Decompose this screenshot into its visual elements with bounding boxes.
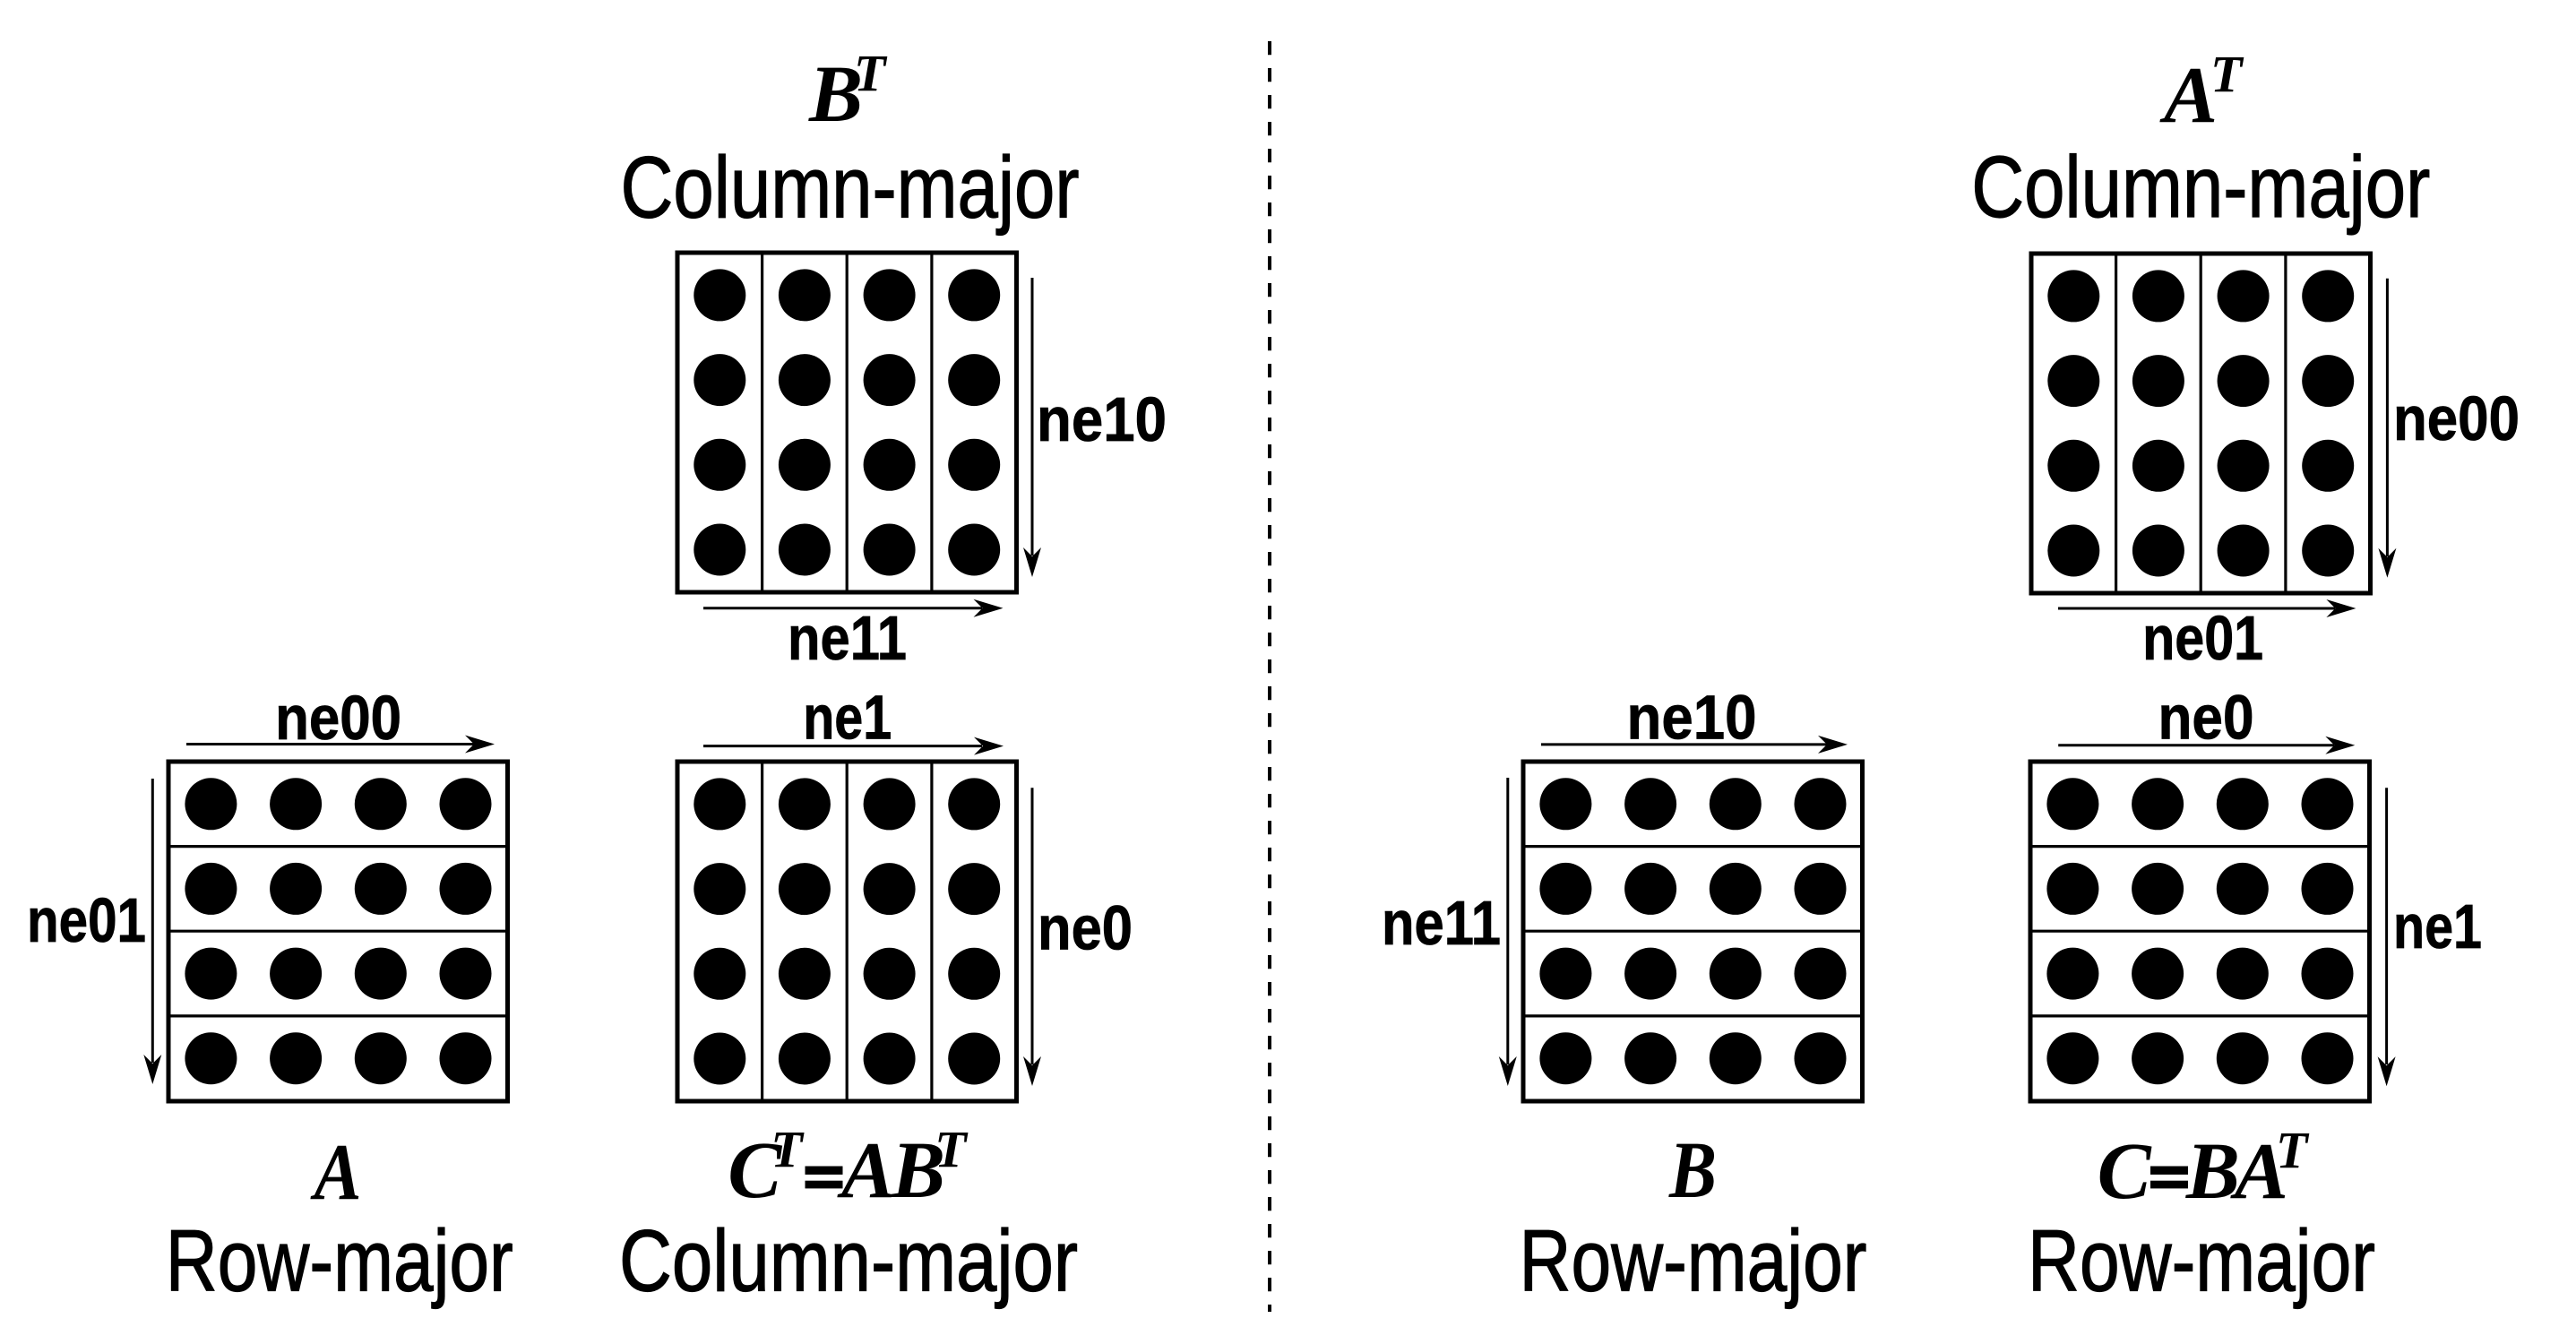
svg-text:ne11: ne11 — [1382, 888, 1501, 958]
svg-text:Column-major: Column-major — [621, 139, 1080, 237]
svg-text:ne10: ne10 — [1037, 384, 1167, 454]
svg-text:ne11: ne11 — [788, 603, 907, 673]
svg-text:ne01: ne01 — [2142, 603, 2263, 673]
svg-text:C=BAT: C=BAT — [2098, 1121, 2310, 1216]
svg-text:B: B — [1668, 1126, 1717, 1215]
svg-text:ne00: ne00 — [275, 683, 401, 753]
svg-text:ne01: ne01 — [27, 885, 146, 955]
svg-text:ne1: ne1 — [2393, 892, 2482, 961]
svg-text:ne0: ne0 — [2158, 683, 2254, 753]
svg-text:ne1: ne1 — [803, 683, 892, 753]
svg-text:A: A — [310, 1128, 361, 1217]
svg-text:ne00: ne00 — [2393, 383, 2520, 453]
svg-text:CT=ABT: CT=ABT — [728, 1120, 969, 1215]
svg-text:ne10: ne10 — [1627, 683, 1757, 753]
svg-text:Column-major: Column-major — [1971, 138, 2430, 236]
svg-text:ne0: ne0 — [1038, 893, 1133, 963]
svg-text:Row-major: Row-major — [2028, 1212, 2375, 1310]
svg-text:Column-major: Column-major — [619, 1212, 1078, 1310]
svg-text:Row-major: Row-major — [166, 1212, 513, 1310]
svg-text:Row-major: Row-major — [1520, 1212, 1867, 1310]
